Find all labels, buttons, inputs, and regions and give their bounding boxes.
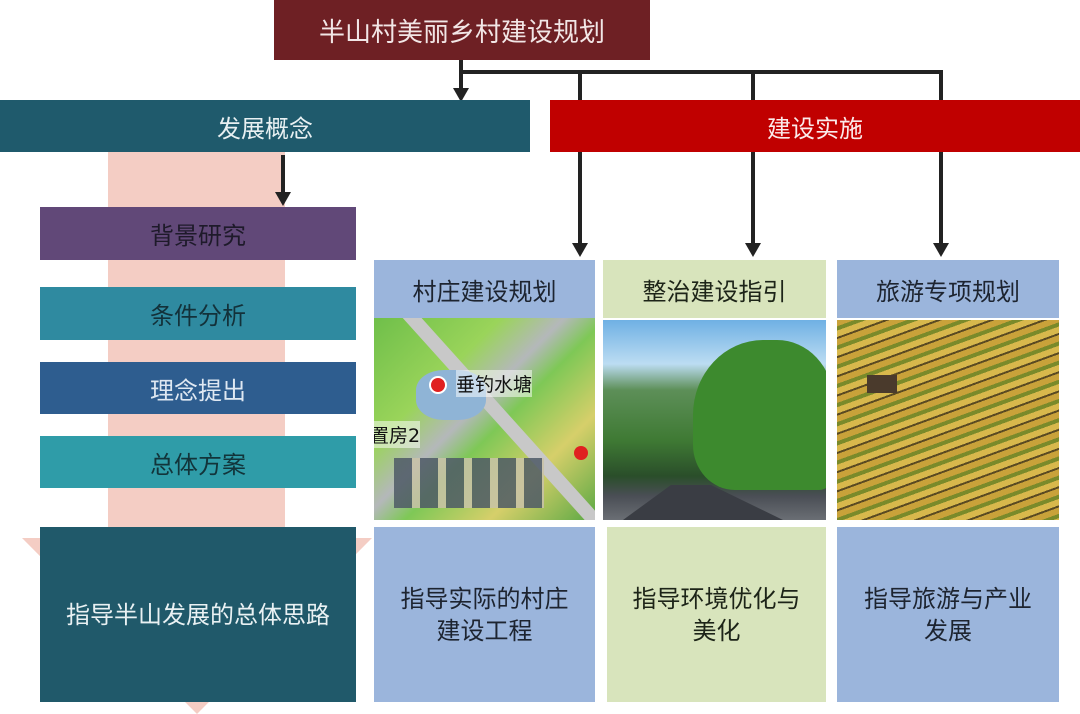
location-marker-icon (574, 446, 588, 460)
summary-left: 指导半山发展的总体思路 (40, 527, 356, 702)
column-title-renovation-guide: 整治建设指引 (603, 260, 826, 318)
summary-tourism-plan: 指导旅游与产业发展 (837, 527, 1059, 702)
farmhouse (867, 375, 897, 393)
step-background-research: 背景研究 (40, 207, 356, 260)
column-title-tourism-plan: 旅游专项规划 (837, 260, 1059, 318)
connector (751, 70, 755, 245)
column-title-village-plan: 村庄建设规划 (374, 260, 595, 318)
tree-lined-road-image (603, 320, 826, 520)
summary-village-plan: 指导实际的村庄建设工程 (374, 527, 595, 702)
arrow-head (933, 243, 949, 257)
step-master-plan: 总体方案 (40, 436, 356, 488)
connector (281, 155, 285, 193)
arrow-head (453, 88, 469, 102)
step-condition-analysis: 条件分析 (40, 287, 356, 340)
trees (693, 340, 826, 490)
road (623, 485, 783, 520)
arrow-head (572, 243, 588, 257)
arrow-head (745, 243, 761, 257)
location-marker-icon (429, 376, 447, 394)
terraced-fields-image (837, 320, 1059, 520)
map-label-fishing-pond: 垂钓水塘 (456, 370, 533, 397)
right-header: 建设实施 (550, 100, 1080, 152)
step-concept: 理念提出 (40, 362, 356, 414)
connector (578, 70, 582, 245)
left-header: 发展概念 (0, 100, 530, 152)
village-site-plan-image: 垂钓水塘 置房2 (374, 318, 595, 520)
connector (459, 70, 943, 74)
buildings (394, 458, 544, 508)
summary-renovation-guide: 指导环境优化与美化 (607, 527, 826, 702)
arrow-head (275, 192, 291, 206)
map-label-housing: 置房2 (374, 421, 421, 448)
connector (459, 60, 463, 90)
diagram-title: 半山村美丽乡村建设规划 (274, 0, 650, 60)
connector (939, 70, 943, 245)
